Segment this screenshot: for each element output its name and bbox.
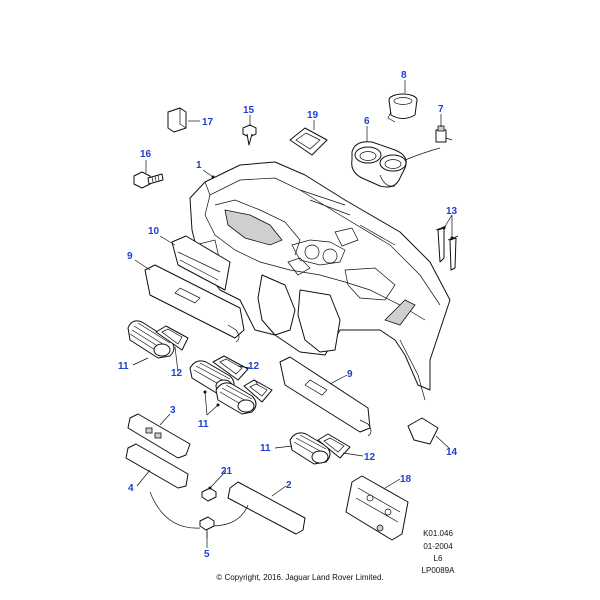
callout-14: 14 [446,447,458,458]
part-16-bolt [133,171,164,189]
callout-7: 7 [438,104,444,115]
callout-6: 6 [364,116,370,127]
part-11-vent-left [127,320,175,359]
callout-11-right: 11 [260,443,271,454]
reference-level: L6 [433,554,443,563]
dashboard-assembly [189,161,451,401]
callout-11-left: 11 [118,361,129,372]
copyright-notice: © Copyright, 2016. Jaguar Land Rover Lim… [216,573,384,582]
callout-18: 18 [400,474,412,485]
callout-8: 8 [401,70,407,81]
callout-12-left: 12 [171,368,183,379]
callout-17: 17 [202,117,214,128]
part-19-trim [289,127,328,156]
part-2-trim-strip [227,481,306,535]
part-7-switch [435,125,453,143]
part-13-studs [435,225,459,271]
drawing-number: LP0089A [421,566,455,575]
callout-labels: 1 2 3 4 5 6 7 8 9 9 10 11 11 11 12 12 12… [118,70,458,560]
part-12-bezel-left [155,325,189,351]
callout-2: 2 [286,480,292,491]
leader-lines [132,80,454,548]
reference-date: 01-2004 [423,542,453,551]
callout-5: 5 [204,549,210,560]
part-11-vent-right [289,432,331,465]
part-15-screw [242,124,257,146]
part-6-cupholder [351,141,441,188]
callout-13: 13 [446,206,458,217]
part-17-clip [167,107,187,133]
callout-9-left: 9 [127,251,133,262]
callout-12-right: 12 [364,452,376,463]
part-11-vents-centre [189,360,257,415]
callout-3: 3 [170,405,176,416]
reference-code: K01.046 [423,529,453,538]
callout-11-centre: 11 [198,419,209,430]
callout-15: 15 [243,105,255,116]
callout-9-right: 9 [347,369,353,380]
callout-1: 1 [196,160,202,171]
part-9-fascia-left [144,264,245,343]
callout-21: 21 [221,466,233,477]
part-4-trim-strip [125,443,189,489]
part-10-switch-panel [171,235,231,291]
callout-4: 4 [128,483,134,494]
part-8-cupholder-upper [387,93,418,123]
part-14-pad [407,417,439,445]
part-18-bracket [345,475,409,541]
part-12-bezel-right [317,433,351,459]
part-9-fascia-right [279,356,372,437]
part-3-switch-panel [127,413,191,459]
part-21-clip [201,487,217,502]
part-12-bezels-centre [212,355,273,403]
callout-12-centre: 12 [248,361,260,372]
callout-10: 10 [148,226,160,237]
callout-19: 19 [307,110,319,121]
callout-16: 16 [140,149,152,160]
